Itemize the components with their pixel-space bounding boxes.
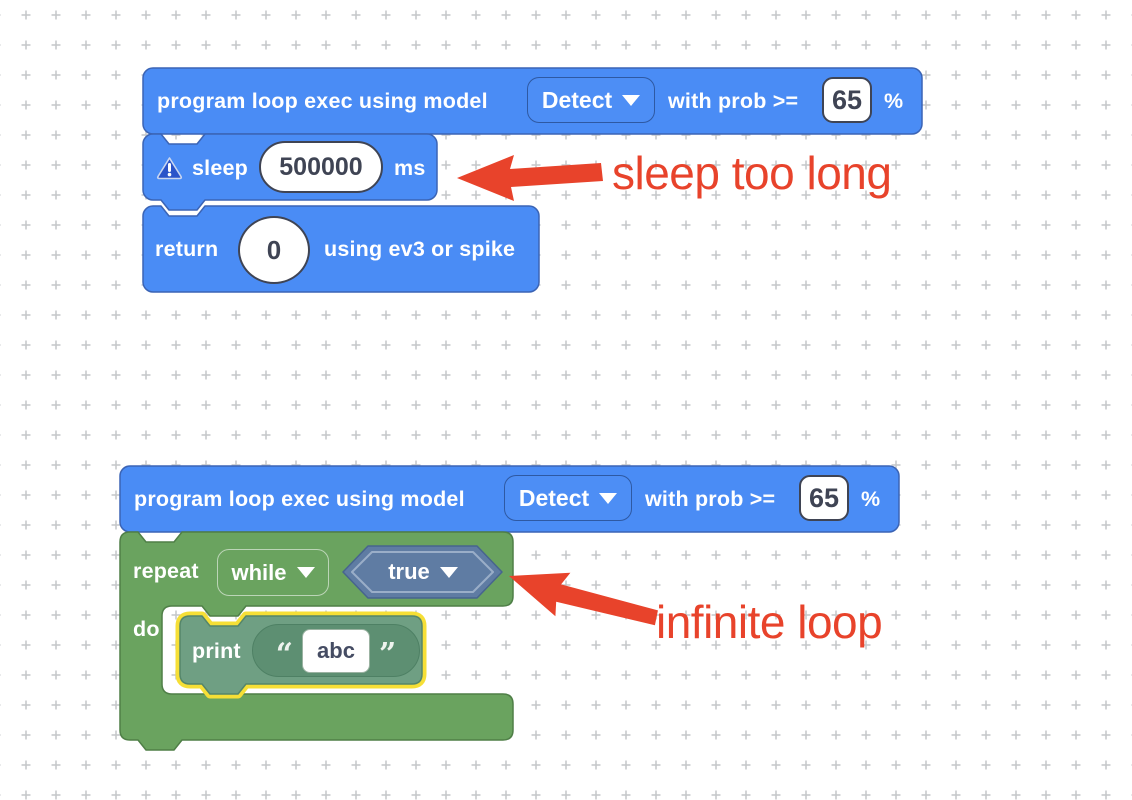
chevron-down-icon [599,492,618,504]
sleep-note-arrow [457,155,603,201]
repeat-label: repeat [133,559,199,583]
return-suffix-label: using ev3 or spike [324,237,516,261]
prob-label: with prob >= [645,487,776,511]
sleep-label: sleep [192,156,248,180]
repeat-mode-dropdown[interactable]: while [217,549,329,596]
prob-label: with prob >= [668,89,799,113]
sleep-unit-label: ms [394,156,426,180]
close-quote-icon: ” [379,636,397,672]
model-dropdown[interactable]: Detect [527,77,655,123]
print-argument-pill: “ abc ” [252,624,420,677]
return-value-field[interactable]: 0 [238,216,310,284]
model-dropdown[interactable]: Detect [504,475,632,521]
do-label: do [133,617,160,641]
program-loop-block-top[interactable] [142,67,923,135]
loop-note-text: infinite loop [656,596,883,648]
model-dropdown-value: Detect [518,484,590,511]
repeat-mode-value: while [231,559,287,585]
percent-label: % [884,89,904,113]
percent-label: % [861,487,881,511]
warning-icon[interactable] [156,155,183,181]
program-block-label: program loop exec using model [157,89,488,113]
loop-note-arrow [509,572,658,626]
condition-value: true [388,559,430,584]
print-label: print [192,639,241,663]
prob-value-field[interactable]: 65 [822,77,872,123]
model-dropdown-value: Detect [541,86,613,113]
sleep-note-text: sleep too long [612,147,892,199]
print-text-field[interactable]: abc [302,628,370,673]
chevron-down-icon [296,567,315,578]
sleep-duration-field[interactable]: 500000 [259,141,383,193]
return-block[interactable] [142,205,540,293]
chevron-down-icon [622,94,641,106]
condition-dropdown[interactable]: true [368,559,478,585]
condition-hexagon-block[interactable] [342,545,503,599]
chevron-down-icon [439,566,458,578]
prob-value-field[interactable]: 65 [799,475,849,521]
condition-hexagon-inner-outline [351,551,494,593]
program-loop-block-bottom[interactable] [119,465,900,533]
program-block-label: program loop exec using model [134,487,465,511]
open-quote-icon: “ [275,636,293,672]
return-label: return [155,237,219,261]
